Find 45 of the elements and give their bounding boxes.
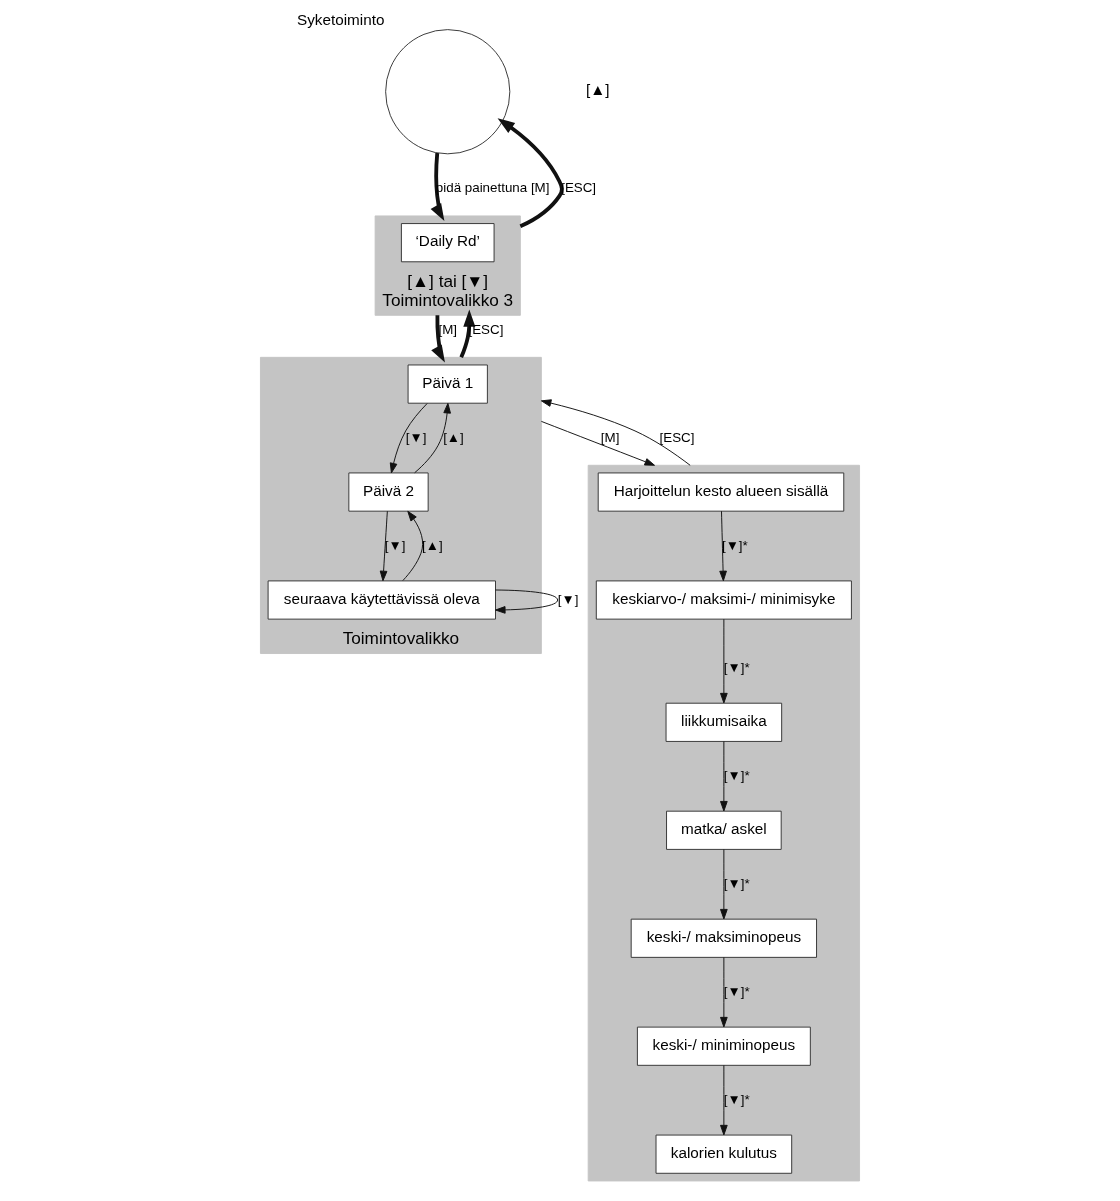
arrow: [720, 956, 728, 1028]
edge-label: [M]: [600, 429, 620, 445]
node-box: matka/ askel: [666, 810, 782, 850]
label: [▲]: [585, 81, 610, 99]
arrow: [497, 118, 564, 228]
node-box: keskiarvo-/ maksimi-/ minimisyke: [595, 580, 852, 620]
edge-label: [▲]: [443, 429, 464, 445]
arrow: [379, 510, 388, 582]
node-box: Harjoittelun kesto alueen sisällä: [597, 472, 845, 512]
edge-label: [M]: [438, 321, 458, 337]
edge-label: [▼]*: [723, 875, 750, 891]
arrow: [495, 589, 559, 614]
edge-label: [▼]*: [721, 537, 748, 553]
arrow: [431, 315, 445, 363]
arrow: [430, 152, 445, 221]
arrow: [389, 403, 428, 474]
arrow: [720, 618, 728, 704]
edge-label: [▼]*: [723, 983, 750, 999]
node-box: Päivä 1: [407, 364, 488, 404]
node-box: keski-/ maksiminopeus: [630, 918, 817, 958]
node-box: seuraava käytettävissä oleva: [267, 580, 496, 620]
arrow: [720, 741, 728, 812]
arrow: [540, 420, 655, 466]
edge-label: [▼]*: [723, 659, 750, 675]
edge-label: [▼]*: [723, 767, 750, 783]
node-box: ‘Daily Rd’: [400, 223, 495, 263]
node-label: Syketoiminto: [297, 10, 385, 28]
arrow: [459, 309, 476, 359]
edge-label: [▲]: [422, 537, 443, 553]
edge-label: [▼]: [384, 537, 406, 553]
arrow: [402, 510, 424, 582]
edge-label: [▼]: [557, 591, 579, 607]
edge-label: [▼]: [405, 429, 427, 445]
arrow: [720, 1064, 728, 1136]
node-box: liikkumisaika: [665, 702, 783, 742]
node-box: kalorien kulutus: [655, 1134, 793, 1174]
node-box: Päivä 2: [348, 472, 429, 512]
arrow: [540, 399, 691, 466]
node-circle: [385, 29, 511, 155]
cluster: [587, 464, 860, 1182]
node-box: keski-/ miniminopeus: [636, 1026, 811, 1066]
arrow: [720, 849, 728, 920]
edge-label: [ESC]: [659, 429, 695, 445]
arrow: [414, 402, 451, 474]
edge-label: [▼]*: [723, 1091, 750, 1107]
